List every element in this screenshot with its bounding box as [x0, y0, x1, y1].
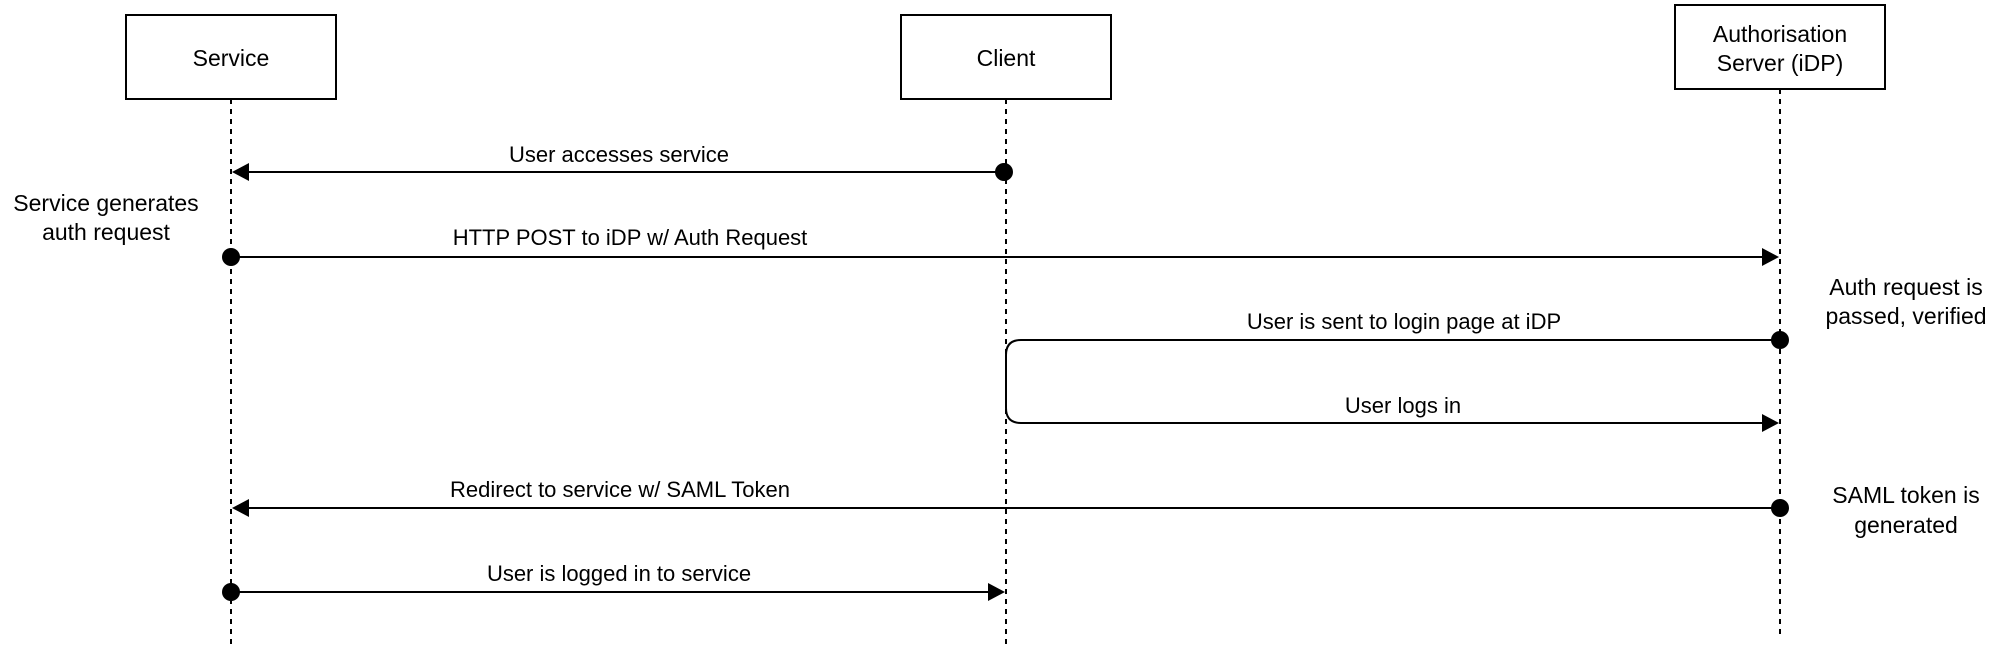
message-start-dot: [995, 163, 1013, 181]
message-label: User logs in: [1345, 393, 1461, 418]
participant-service-label: Service: [193, 45, 270, 71]
message-http-post-auth-request[interactable]: HTTP POST to iDP w/ Auth Request: [222, 225, 1779, 266]
participant-idp-label-line2: Server (iDP): [1717, 50, 1844, 76]
message-label: User is sent to login page at iDP: [1247, 309, 1561, 334]
message-line: [1005, 366, 1763, 424]
participant-idp-box: [1674, 4, 1886, 90]
note-line: Service generates: [13, 190, 198, 216]
arrowhead-right-icon: [1762, 248, 1779, 266]
message-label: HTTP POST to iDP w/ Auth Request: [453, 225, 808, 250]
message-start-dot: [222, 583, 240, 601]
arrowhead-right-icon: [988, 583, 1005, 601]
participant-client[interactable]: Client: [900, 14, 1112, 100]
note-line: auth request: [42, 219, 170, 245]
participant-client-box: [900, 14, 1112, 100]
participant-service[interactable]: Service: [125, 14, 337, 100]
note-line: SAML token is: [1832, 482, 1979, 508]
arrowhead-left-icon: [232, 163, 249, 181]
participant-idp-label-line1: Authorisation: [1713, 21, 1847, 47]
participant-idp[interactable]: Authorisation Server (iDP): [1674, 4, 1886, 90]
arrowhead-left-icon: [232, 499, 249, 517]
participant-client-label: Client: [977, 45, 1036, 71]
message-user-logged-in[interactable]: User is logged in to service: [222, 561, 1005, 601]
note-line: generated: [1854, 512, 1958, 538]
message-label: User is logged in to service: [487, 561, 751, 586]
note-auth-request-passed: Auth request is passed, verified: [1825, 274, 1986, 329]
message-start-dot: [222, 248, 240, 266]
message-redirect-saml-token[interactable]: Redirect to service w/ SAML Token: [232, 477, 1789, 517]
message-user-logs-in[interactable]: User logs in: [1005, 366, 1779, 432]
message-line: [1005, 339, 1780, 366]
message-start-dot: [1771, 331, 1789, 349]
note-saml-token-generated: SAML token is generated: [1832, 482, 1979, 538]
note-line: Auth request is: [1829, 274, 1982, 300]
message-user-sent-to-login[interactable]: User is sent to login page at iDP: [1005, 309, 1789, 366]
message-label: Redirect to service w/ SAML Token: [450, 477, 790, 502]
note-line: passed, verified: [1825, 303, 1986, 329]
message-label: User accesses service: [509, 142, 729, 167]
note-service-generates-auth-request: Service generates auth request: [13, 190, 198, 245]
message-start-dot: [1771, 499, 1789, 517]
arrowhead-right-icon: [1762, 414, 1779, 432]
message-user-accesses-service[interactable]: User accesses service: [232, 142, 1013, 181]
participant-service-box: [125, 14, 337, 100]
